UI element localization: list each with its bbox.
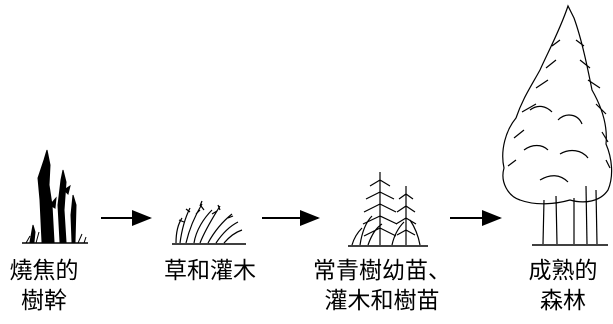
stage-label-line: 草和灌木 (164, 258, 256, 284)
stage-label-line: 樹幹 (21, 288, 67, 314)
stage-label-seedlings: 常青樹幼苗、 灌木和樹苗 (306, 256, 458, 316)
seedling-shrub-icon (348, 172, 428, 247)
stage-label-line: 常青樹幼苗、 (313, 258, 451, 284)
burnt-trunk-icon (22, 149, 88, 244)
mature-forest-icon (502, 4, 613, 246)
grass-shrub-icon (172, 200, 246, 245)
stage-label-line: 燒焦的 (9, 258, 79, 284)
stage-label-line: 灌木和樹苗 (324, 288, 440, 314)
stage-label-line: 森林 (540, 288, 586, 314)
stage-label-line: 成熟的 (528, 258, 598, 284)
stage-label-mature-forest: 成熟的 森林 (516, 256, 610, 316)
stage-label-grass-shrubs: 草和灌木 (150, 256, 270, 286)
stage-label-burnt-trunks: 燒焦的 樹幹 (0, 256, 88, 316)
